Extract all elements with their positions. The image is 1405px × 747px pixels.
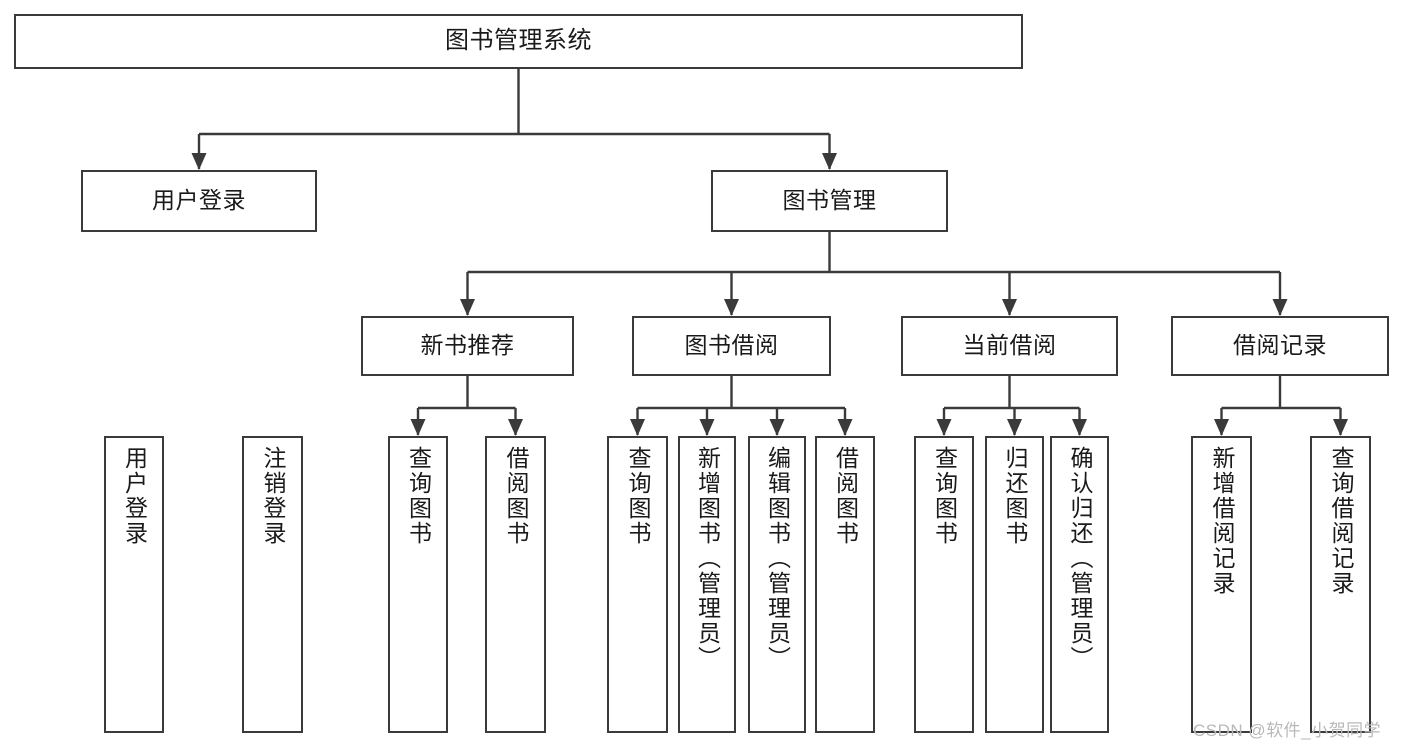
node-root[interactable]: 图书管理系统 [14, 14, 1023, 69]
node-label-leaf-borrow-book-1: 借阅图书 [503, 446, 529, 546]
node-label-leaf-query-book-2: 查询图书 [625, 446, 651, 546]
node-label-book-manage: 图书管理 [782, 187, 877, 214]
node-label-leaf-borrow-book-2: 借阅图书 [832, 446, 859, 546]
node-book-manage[interactable]: 图书管理 [711, 170, 948, 232]
node-label-new-book-rec: 新书推荐 [420, 332, 515, 359]
node-leaf-return-book[interactable]: 归还图书 [985, 436, 1044, 733]
node-borrow-record[interactable]: 借阅记录 [1171, 316, 1389, 376]
node-label-leaf-edit-book: 编辑图书（管理员） [764, 446, 791, 671]
node-label-leaf-add-book: 新增图书（管理员） [694, 446, 721, 671]
node-label-user-login: 用户登录 [152, 187, 246, 214]
node-leaf-query-book-1[interactable]: 查询图书 [388, 436, 448, 733]
node-leaf-confirm-return[interactable]: 确认归还（管理员） [1050, 436, 1109, 733]
node-label-current-borrow: 当前借阅 [962, 332, 1057, 359]
node-leaf-borrow-book-1[interactable]: 借阅图书 [485, 436, 546, 733]
node-leaf-add-book[interactable]: 新增图书（管理员） [678, 436, 736, 733]
node-label-leaf-query-record: 查询借阅记录 [1328, 446, 1354, 596]
node-user-login[interactable]: 用户登录 [81, 170, 317, 232]
node-leaf-query-book-3[interactable]: 查询图书 [914, 436, 974, 733]
node-label-leaf-query-book-3: 查询图书 [931, 446, 958, 546]
node-label-book-borrow: 图书借阅 [684, 332, 779, 359]
node-current-borrow[interactable]: 当前借阅 [901, 316, 1118, 376]
node-label-borrow-record: 借阅记录 [1233, 332, 1327, 359]
node-label-leaf-return-book: 归还图书 [1002, 446, 1028, 546]
node-label-leaf-logout: 注销登录 [260, 446, 286, 546]
node-leaf-edit-book[interactable]: 编辑图书（管理员） [748, 436, 806, 733]
node-leaf-query-record[interactable]: 查询借阅记录 [1310, 436, 1371, 733]
node-book-borrow[interactable]: 图书借阅 [632, 316, 831, 376]
node-label-leaf-add-record: 新增借阅记录 [1209, 446, 1235, 596]
node-leaf-add-record[interactable]: 新增借阅记录 [1191, 436, 1252, 733]
node-label-leaf-user-login: 用户登录 [121, 446, 148, 546]
node-label-leaf-confirm-return: 确认归还（管理员） [1067, 446, 1093, 671]
node-leaf-query-book-2[interactable]: 查询图书 [607, 436, 668, 733]
node-label-leaf-query-book-1: 查询图书 [405, 446, 432, 546]
watermark: CSDN @软件_小贺同学 [1193, 721, 1382, 740]
node-label-root: 图书管理系统 [445, 27, 592, 55]
node-new-book-rec[interactable]: 新书推荐 [361, 316, 574, 376]
node-leaf-borrow-book-2[interactable]: 借阅图书 [815, 436, 875, 733]
node-leaf-user-login[interactable]: 用户登录 [104, 436, 164, 733]
node-leaf-logout[interactable]: 注销登录 [242, 436, 303, 733]
